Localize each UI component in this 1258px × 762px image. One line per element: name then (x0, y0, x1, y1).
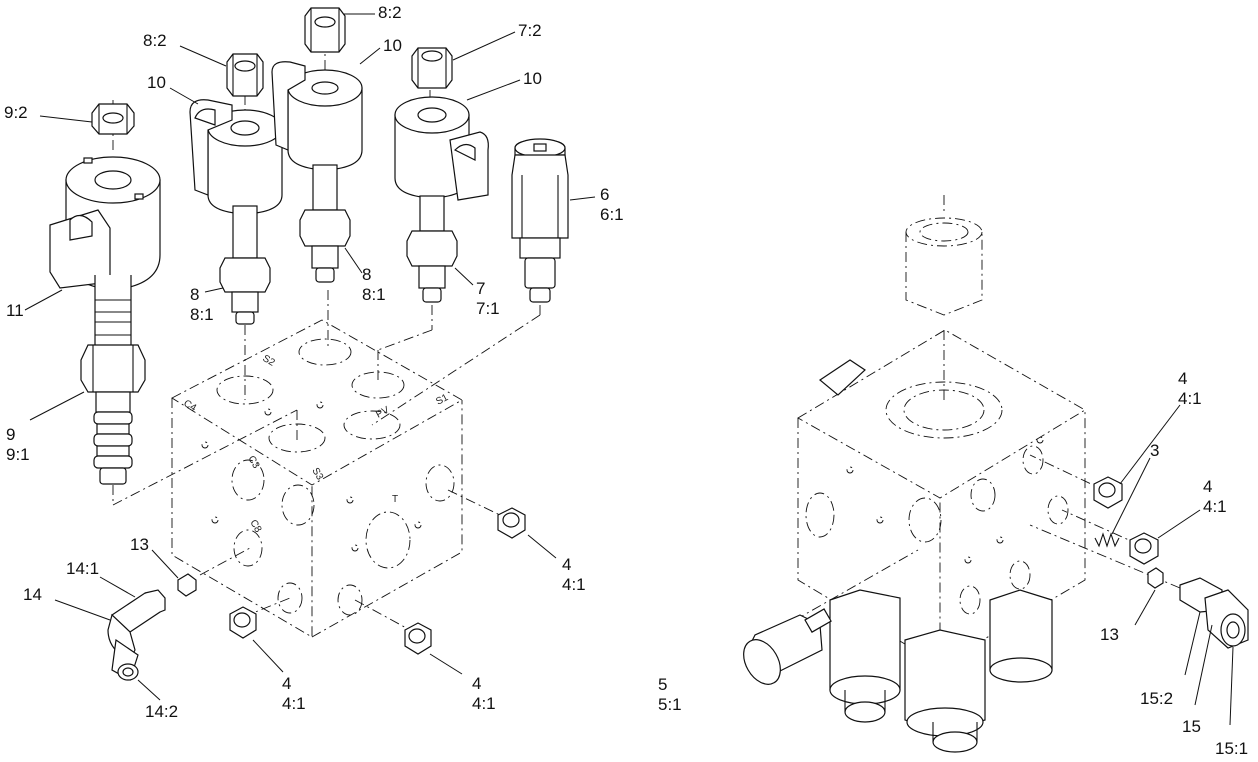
callout-5: 5 (658, 675, 668, 694)
callout-4-1-right-lower: 4:1 (1203, 497, 1227, 516)
callout-4-right-lower: 4 (1203, 477, 1213, 496)
fitting-15 (1179, 577, 1249, 649)
callout-8-1-left: 8:1 (190, 305, 214, 324)
centerlines-right (759, 195, 1181, 641)
callout-7-2: 7:2 (518, 21, 542, 40)
spring-3 (1094, 532, 1120, 548)
marking-c8: C8 (247, 518, 263, 535)
orifice-13-right (1147, 567, 1164, 589)
plug-4-right-side (497, 507, 526, 539)
plug-4-right-lower (1129, 532, 1159, 565)
callout-8-middle: 8 (362, 265, 372, 284)
callout-15-2: 15:2 (1140, 689, 1174, 708)
hex-nut-8-2-left (226, 53, 264, 97)
hex-nut-8-2-middle (304, 7, 346, 53)
callout-4-1-block-side: 4:1 (562, 575, 586, 594)
plug-4-bottom-right (404, 622, 432, 655)
callout-9-1: 9:1 (6, 445, 30, 464)
marking-s3: S3 (309, 466, 325, 482)
solenoid-coil-10-left (189, 99, 283, 325)
callout-6-1: 6:1 (600, 205, 624, 224)
callout-4-1-bottom-right: 4:1 (472, 694, 496, 713)
plug-5 (743, 608, 832, 685)
callout-4-bottom-left: 4 (282, 674, 292, 693)
callout-11: 11 (6, 301, 24, 320)
callout-8-2-left: 8:2 (143, 31, 167, 50)
callout-13-left: 13 (130, 535, 149, 554)
solenoid-coils-underneath (818, 359, 1053, 753)
orifice-13-left (177, 573, 197, 597)
elbow-fitting-14 (107, 589, 166, 681)
callout-4-1-bottom-left: 4:1 (282, 694, 306, 713)
callout-10-right: 10 (523, 69, 542, 88)
callout-8-left: 8 (190, 285, 200, 304)
hex-nut-7-2 (411, 47, 453, 89)
callout-14: 14 (23, 585, 42, 604)
hex-nut-9-2 (91, 103, 135, 135)
phantom-sleeve (905, 217, 983, 316)
callout-4-bottom-right: 4 (472, 674, 482, 693)
callout-8-2-middle: 8:2 (378, 3, 402, 22)
callout-9-2: 9:2 (4, 103, 28, 122)
callout-10-middle: 10 (383, 36, 402, 55)
callout-9: 9 (6, 425, 16, 444)
marking-c3: C3 (245, 454, 261, 471)
callout-5-1: 5:1 (658, 695, 682, 714)
leader-lines (24, 13, 1234, 726)
callout-4-1-right-upper: 4:1 (1178, 389, 1202, 408)
callout-13-right: 13 (1100, 625, 1119, 644)
callout-3: 3 (1150, 441, 1160, 460)
callout-15-1: 15:1 (1215, 739, 1249, 758)
solenoid-coil-11 (49, 156, 161, 351)
callout-10-left: 10 (147, 73, 166, 92)
callout-4-block-side: 4 (562, 555, 572, 574)
plug-4-right-upper (1093, 476, 1123, 509)
marking-t: T (392, 494, 398, 505)
cartridge-valve-9 (80, 344, 146, 485)
callout-14-2: 14:2 (145, 702, 179, 721)
relief-valve-6 (511, 138, 569, 303)
callout-4-right-upper: 4 (1178, 369, 1188, 388)
callout-6: 6 (600, 185, 610, 204)
callout-15: 15 (1182, 717, 1201, 736)
manifold-block-left: S2 C4 PV S1 C3 S3 T C8 (171, 319, 463, 638)
callout-7: 7 (476, 279, 486, 298)
marking-s1: S1 (434, 392, 450, 408)
callout-8-1-middle: 8:1 (362, 285, 386, 304)
marking-c4: C4 (182, 398, 199, 414)
marking-s2: S2 (261, 353, 277, 369)
solenoid-coil-10-middle (271, 61, 363, 283)
marking-pv: PV (374, 405, 391, 421)
callout-14-1: 14:1 (66, 559, 100, 578)
solenoid-coil-10-right (394, 96, 489, 303)
callout-7-1: 7:1 (476, 299, 500, 318)
plug-4-bottom-left (229, 606, 257, 639)
